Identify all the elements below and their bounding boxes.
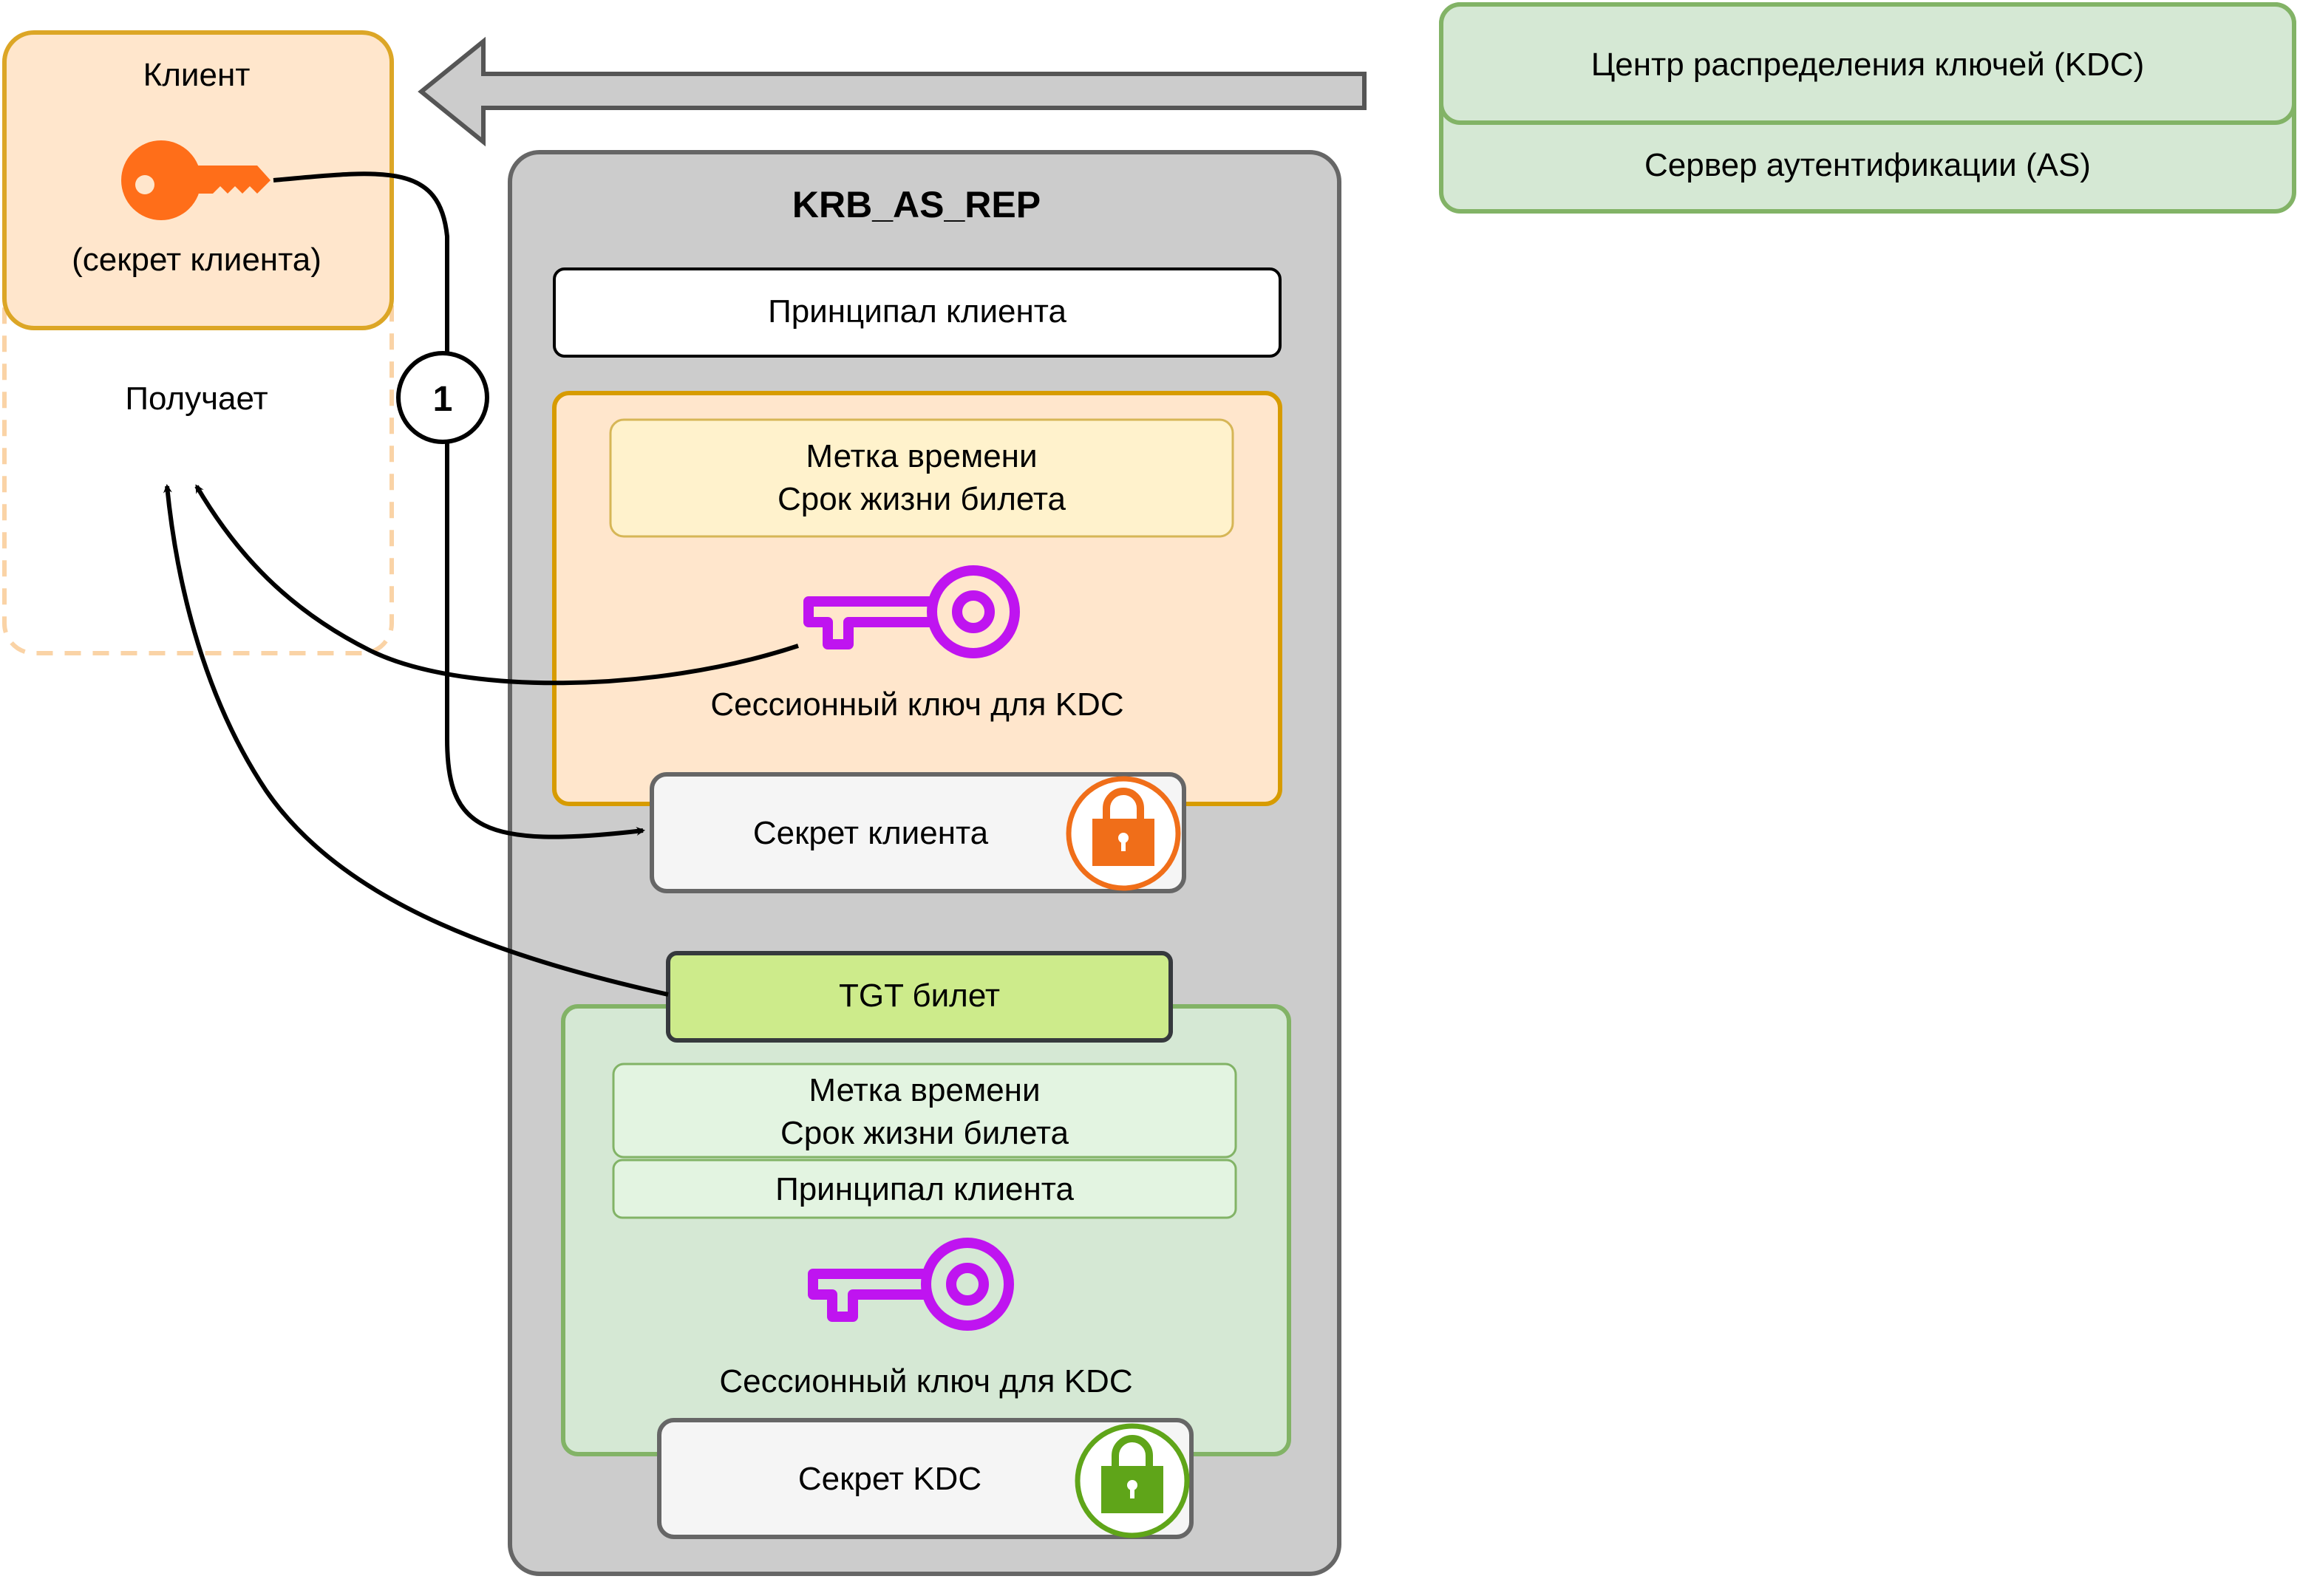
- client-secret-caption: (секрет клиента): [72, 242, 321, 278]
- lock-icon: [1075, 1423, 1190, 1538]
- client-secret-lock-label: Секрет клиента: [753, 815, 989, 851]
- tgt-client-principal-label: Принципал клиента: [775, 1171, 1074, 1207]
- key-icon: [121, 140, 271, 220]
- kdc-box: [1439, 2, 2296, 214]
- tgt-ticket-lifetime-label: Срок жизни билета: [780, 1115, 1069, 1151]
- tgt-header-box: [666, 951, 1173, 1043]
- client-title: Клиент: [143, 57, 251, 93]
- client-secret-lock-box: [650, 772, 1186, 893]
- session-key-to-client-connector: [194, 484, 799, 686]
- client-principal-label: Принципал клиента: [768, 293, 1066, 330]
- key-icon: [808, 1238, 1014, 1331]
- client-key-to-lock-connector: [273, 171, 645, 839]
- client-receives-label: Получает: [125, 381, 268, 417]
- ticket-info-box: [609, 418, 1234, 538]
- as-server-label: Сервер аутентификации (AS): [1644, 147, 2091, 183]
- lock-icon: [1066, 776, 1181, 891]
- session-key-label: Сессионный ключ для KDC: [710, 686, 1123, 723]
- message-direction-arrow: [418, 36, 1367, 147]
- step-number: 1: [433, 380, 453, 419]
- tgt-ticket-info-box: [612, 1063, 1237, 1159]
- tgt-to-client-connector: [163, 484, 669, 997]
- tgt-client-principal-box: [612, 1159, 1237, 1219]
- client-principal-box: [553, 267, 1282, 358]
- kdc-secret-lock-label: Секрет KDC: [798, 1461, 981, 1497]
- client-receive-area: [2, 30, 394, 655]
- timestamp-label: Метка времени: [806, 438, 1037, 474]
- message-title: KRB_AS_REP: [792, 184, 1041, 225]
- ticket-lifetime-label: Срок жизни билета: [778, 481, 1066, 517]
- kdc-secret-lock-box: [657, 1418, 1194, 1539]
- tgt-session-key-label: Сессионный ключ для KDC: [719, 1363, 1132, 1399]
- tgt-timestamp-label: Метка времени: [809, 1072, 1040, 1108]
- key-icon: [803, 565, 1020, 658]
- tgt-title: TGT билет: [839, 978, 1000, 1014]
- kdc-title: Центр распределения ключей (KDC): [1591, 47, 2145, 83]
- step-marker: [396, 351, 489, 444]
